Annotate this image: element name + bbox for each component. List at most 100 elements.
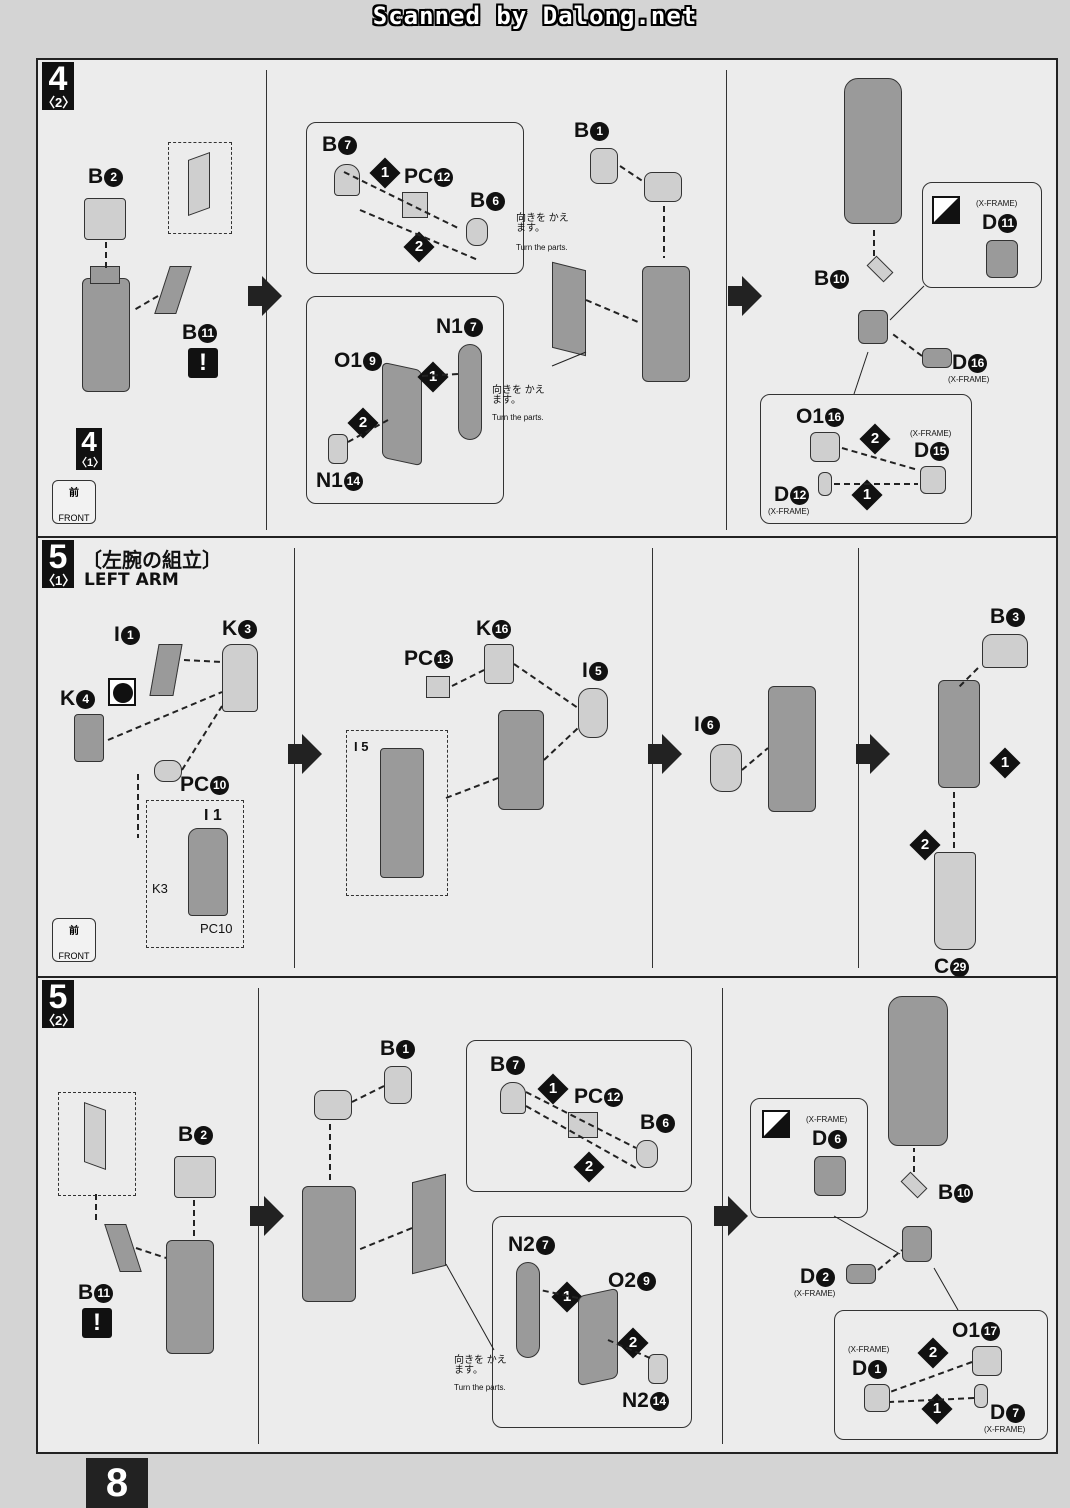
- xframe-note: (X-FRAME): [948, 375, 990, 384]
- part-number: 12: [604, 1087, 624, 1107]
- part-number: 3: [238, 619, 258, 639]
- next-step-arrow: [250, 1196, 284, 1236]
- part-d11-hand: [986, 240, 1018, 278]
- part-i6-cover: [710, 744, 742, 792]
- detail-inset: [346, 730, 448, 896]
- part-letter: O1: [796, 405, 825, 428]
- detail-inset: [146, 800, 244, 948]
- part-b1-shoulder: [590, 148, 618, 184]
- part-i5-cover: [578, 688, 608, 738]
- part-number: 7: [463, 317, 483, 337]
- xframe-note: (X-FRAME): [848, 1345, 890, 1354]
- part-b2-cap: [84, 198, 126, 240]
- part-number: 17: [981, 1321, 1001, 1341]
- part-number: 1: [868, 1359, 888, 1379]
- part-letter: B: [322, 133, 338, 156]
- part-number: 9: [363, 351, 383, 371]
- part-number: 10: [954, 1183, 974, 1203]
- part-number: 7: [1006, 1403, 1026, 1423]
- part-b3-cap: [982, 634, 1028, 668]
- part-b7-joint: [334, 164, 360, 196]
- part-wrist: [902, 1226, 932, 1262]
- next-step-arrow: [728, 276, 762, 316]
- part-number: 9: [637, 1271, 657, 1291]
- part-elbow-joint: [314, 1090, 352, 1120]
- turn-parts-jp: 向きを かえます。: [492, 385, 545, 406]
- subassembly-box-top: [466, 1040, 692, 1192]
- part-number: 12: [434, 167, 454, 187]
- part-letter: B: [88, 165, 104, 188]
- part-c29-cover: [934, 852, 976, 950]
- part-letter: D: [982, 211, 998, 234]
- part-number: 14: [649, 1391, 669, 1411]
- step-number: 5: [42, 540, 74, 574]
- next-step-arrow: [288, 734, 322, 774]
- step-title-en: LEFT ARM: [84, 570, 179, 590]
- part-n114-tip: [328, 434, 348, 464]
- part-n27-blade: [516, 1262, 540, 1358]
- part-letter: B: [182, 321, 198, 344]
- part-letter: K: [476, 617, 492, 640]
- next-step-arrow: [248, 276, 282, 316]
- xframe-note: (X-FRAME): [910, 429, 952, 438]
- part-number: 2: [194, 1125, 214, 1145]
- hand-swap-icon: [932, 196, 960, 224]
- turn-parts-jp: 向きを かえます。: [516, 213, 569, 234]
- part-d16-fist: [922, 348, 952, 368]
- part-pc13-cap: [426, 676, 450, 698]
- part-number: 16: [825, 407, 845, 427]
- step-title-jp: 〔左腕の組立〕: [82, 548, 222, 572]
- part-letter: D: [990, 1401, 1006, 1424]
- xframe-note: (X-FRAME): [976, 199, 1018, 208]
- front-jp: 前: [69, 488, 79, 499]
- part-elbow-joint: [644, 172, 682, 202]
- part-arm-midassembly: [938, 680, 980, 788]
- substep-label: 〈1〉: [42, 573, 76, 588]
- substep-label: 〈2〉: [42, 1013, 76, 1028]
- part-b7-joint: [500, 1082, 526, 1114]
- part-b1-shoulder: [384, 1066, 412, 1104]
- part-b6-joint: [466, 218, 488, 246]
- part-number: 5: [588, 661, 608, 681]
- part-forearm-assembly: [768, 686, 816, 812]
- xframe-note: (X-FRAME): [794, 1289, 836, 1298]
- part-n214-tip: [648, 1354, 668, 1384]
- part-number: 2: [104, 167, 124, 187]
- part-k16-joint: [484, 644, 514, 684]
- next-step-arrow: [648, 734, 682, 774]
- part-number: 29: [950, 957, 970, 977]
- caution-icon: !: [82, 1308, 112, 1338]
- inset-label-i5: I 5: [354, 739, 369, 754]
- part-number: 6: [700, 715, 720, 735]
- part-b6-joint: [636, 1140, 658, 1168]
- part-letter: B: [78, 1281, 94, 1304]
- front-en: FRONT: [58, 951, 90, 961]
- part-letter: B: [490, 1053, 506, 1076]
- part-letter: I: [694, 713, 700, 736]
- part-pc10-cap: [154, 760, 182, 782]
- part-letter: PC: [404, 647, 434, 670]
- hand-inset-box: [750, 1098, 868, 1218]
- subassembly-box-bottom: [492, 1216, 692, 1428]
- part-number: 3: [1006, 607, 1026, 627]
- turn-parts-en: Turn the parts.: [454, 1383, 506, 1392]
- part-n17-blade: [458, 344, 482, 440]
- part-number: 1: [120, 625, 140, 645]
